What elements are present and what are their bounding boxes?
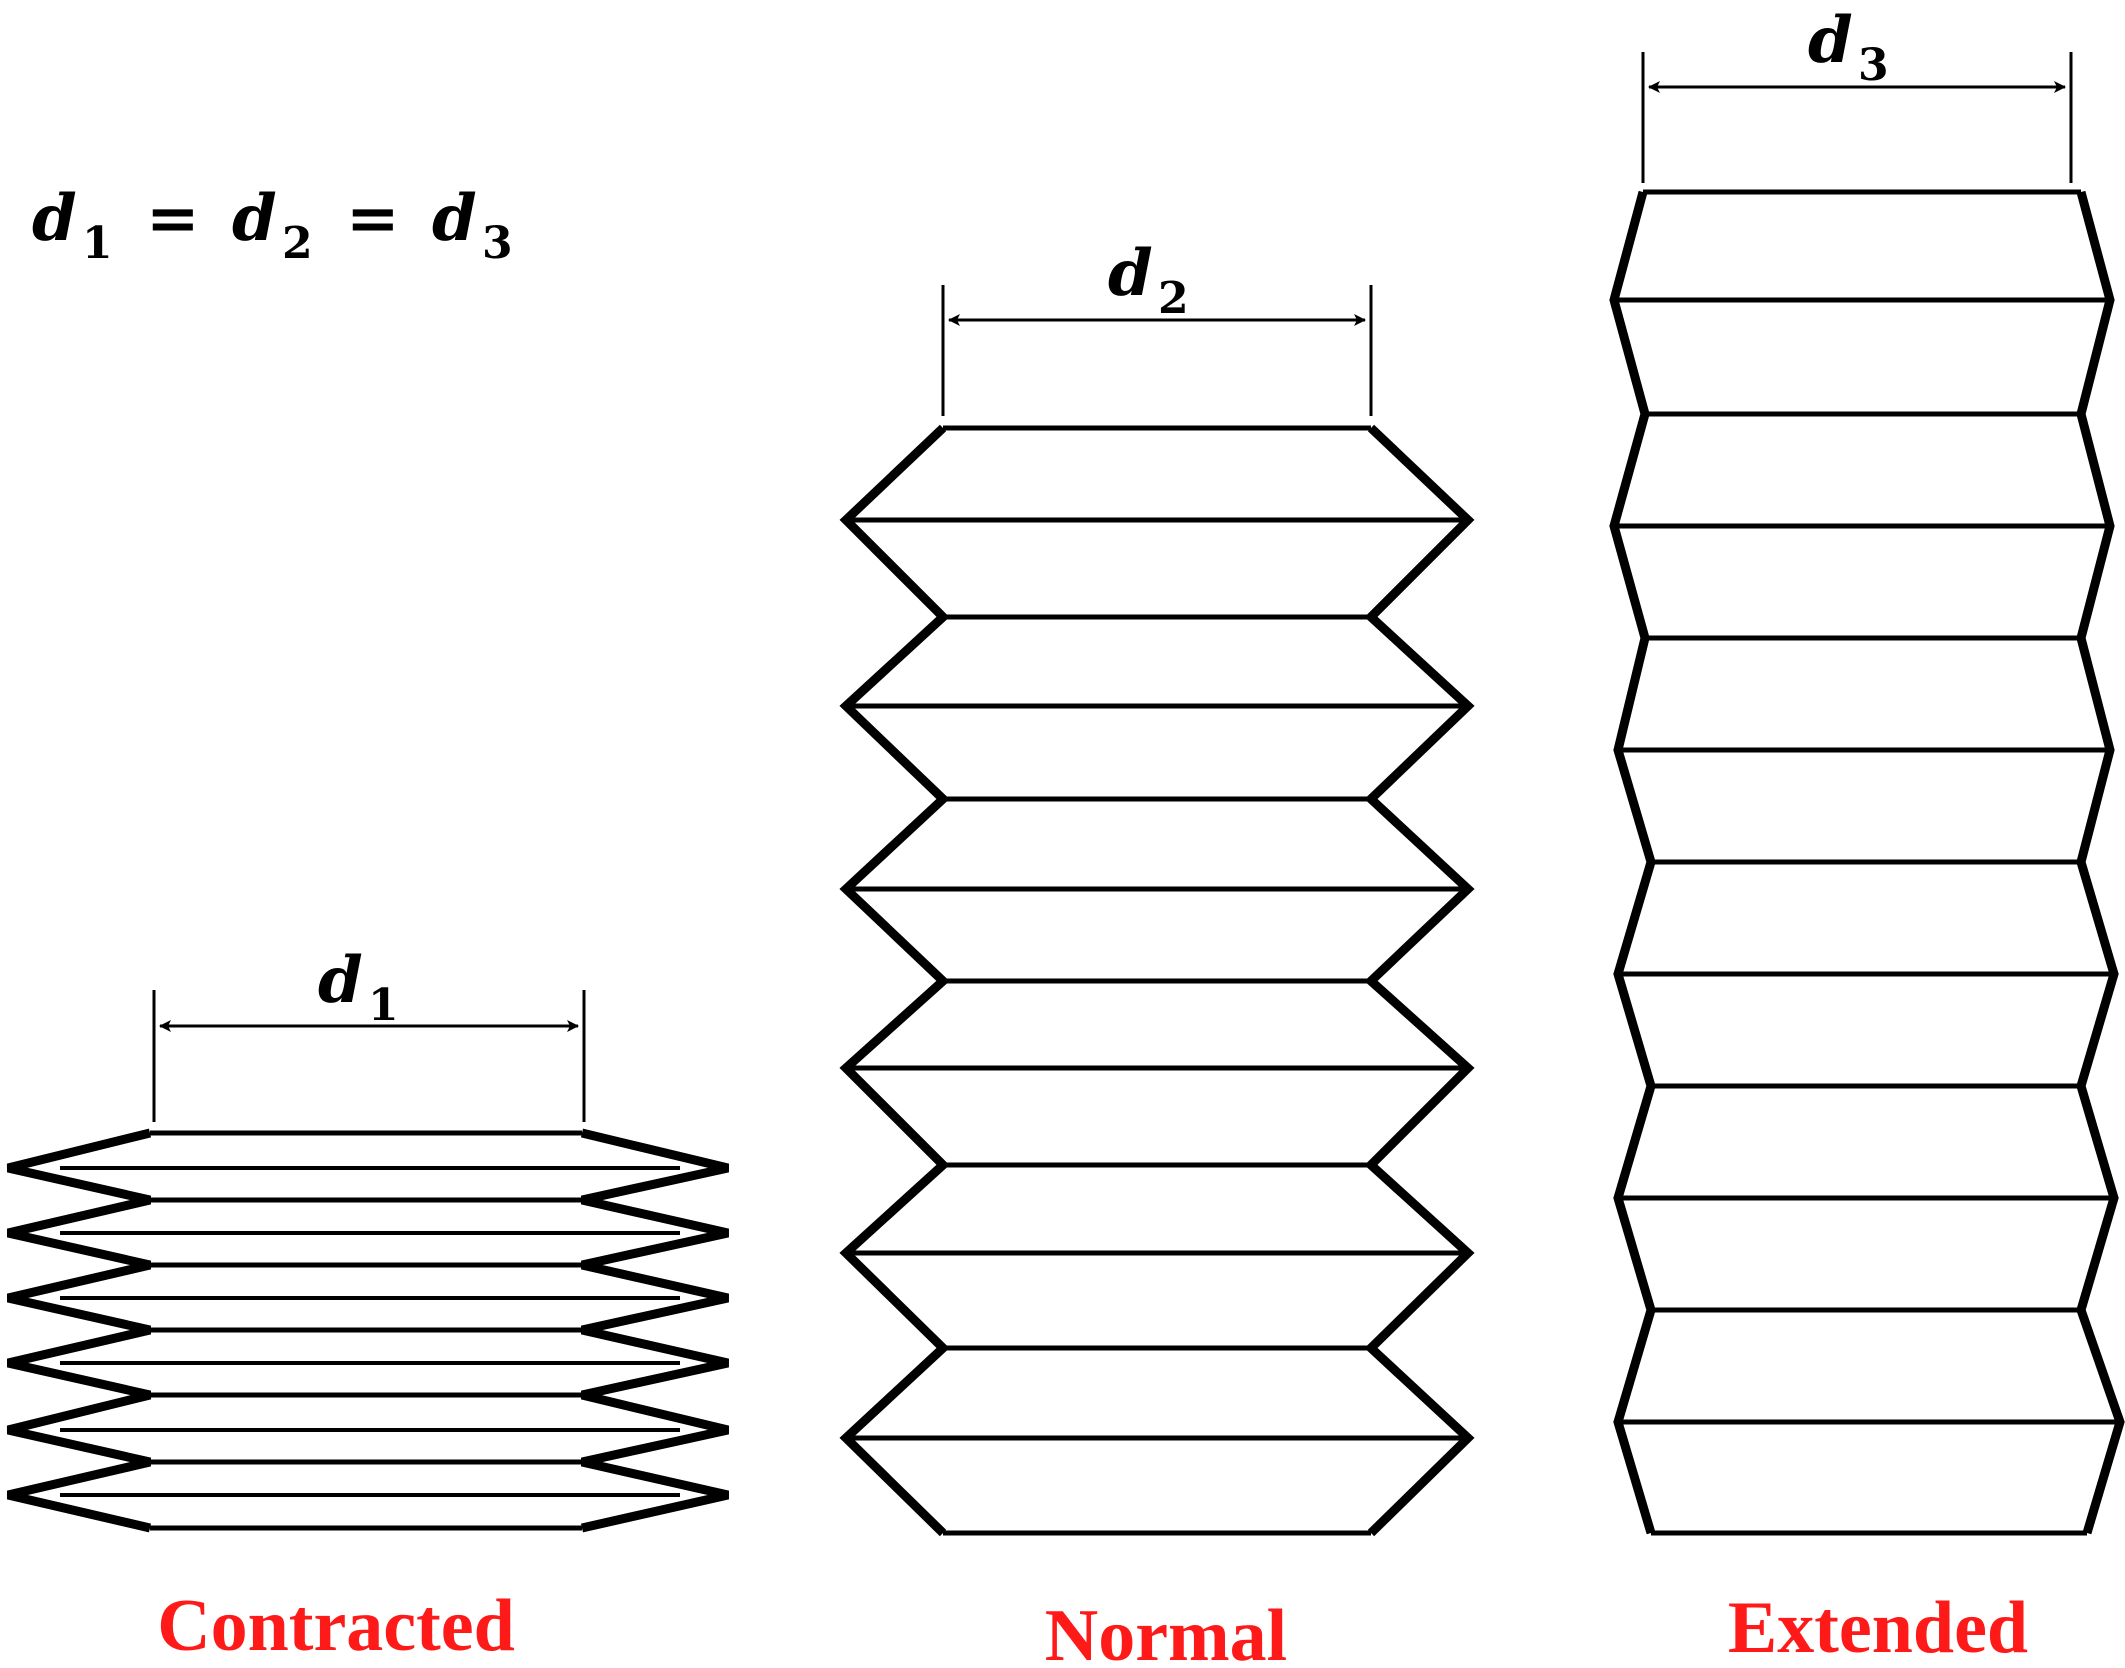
normal-label: Normal [1045, 1595, 1288, 1668]
equation-equals-1: = [146, 181, 200, 256]
extended-plates [1614, 189, 2120, 1536]
contracted-right-wall [580, 1128, 730, 1533]
equation-d2-subscript: 2 [282, 218, 313, 269]
equation-d3: d [432, 181, 477, 256]
contracted-dimension-d: d [318, 943, 363, 1018]
normal-left-wall [839, 424, 950, 1537]
contracted-bellows: d 1 Contracted [6, 943, 730, 1667]
extended-dimension: d 3 [1641, 3, 2073, 183]
extended-dimension-subscript: 3 [1858, 40, 1889, 91]
normal-right-wall [1364, 424, 1475, 1537]
normal-dimension-d: d [1108, 236, 1153, 311]
contracted-left-wall [6, 1128, 152, 1533]
equation: d 1 = d 2 = d 3 [32, 181, 513, 269]
extended-bellows: d 3 Extended [1609, 3, 2125, 1668]
equation-equals-2: = [346, 181, 400, 256]
contracted-dimension-subscript: 1 [368, 980, 399, 1031]
equation-d3-subscript: 3 [482, 218, 513, 269]
equation-d2: d [232, 181, 277, 256]
normal-dimension: d 2 [941, 236, 1373, 416]
contracted-label: Contracted [157, 1585, 515, 1667]
extended-left-wall [1609, 190, 1656, 1535]
equation-d1: d [32, 181, 77, 256]
normal-plates [850, 425, 1464, 1536]
normal-dimension-subscript: 2 [1158, 273, 1189, 324]
contracted-plates [60, 1130, 680, 1531]
normal-bellows: d 2 Normal [839, 236, 1475, 1668]
contracted-dimension: d 1 [152, 943, 586, 1122]
extended-right-wall [2076, 190, 2125, 1535]
extended-label: Extended [1728, 1587, 2028, 1668]
equation-d1-subscript: 1 [82, 218, 113, 269]
extended-dimension-d: d [1808, 3, 1853, 78]
